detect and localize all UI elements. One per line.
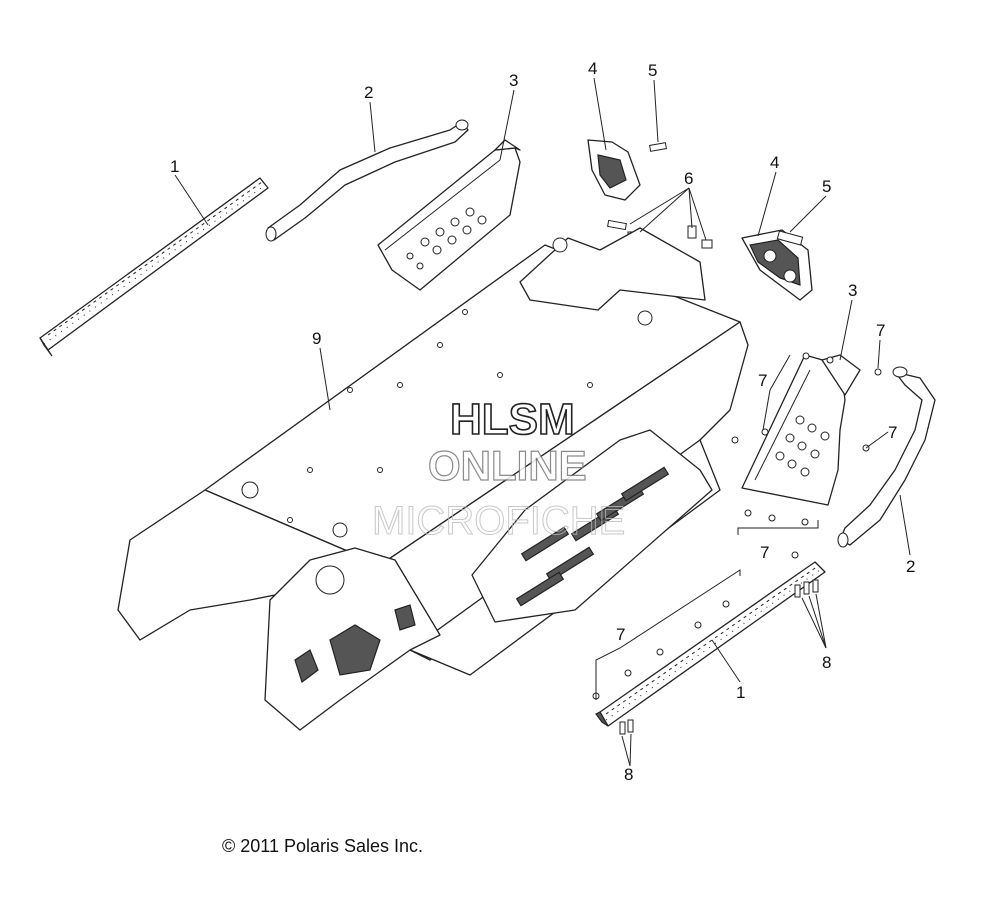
- callout-4-left: 4: [588, 59, 597, 78]
- callout-2-left: 2: [364, 83, 373, 102]
- watermark: HLSM ONLINE MICROFICHE: [372, 394, 626, 543]
- watermark-line-1: HLSM: [450, 395, 575, 444]
- copyright-text: © 2011 Polaris Sales Inc.: [222, 836, 423, 856]
- footrest-left-part-3: [377, 139, 521, 291]
- callout-7-b: 7: [758, 371, 767, 390]
- tube-right-part-2: [837, 366, 936, 548]
- callout-3-left: 3: [509, 71, 518, 90]
- callout-5-left: 5: [648, 61, 657, 80]
- skid-grill: [471, 429, 713, 623]
- callouts: 1 1 2 2 3 3 4 4 5 5 6 7 7 7 7 7 8 8 9: [170, 59, 915, 784]
- callout-1-left: 1: [170, 157, 179, 176]
- footrest-right-part-3: [741, 354, 861, 506]
- callout-5-right: 5: [822, 177, 831, 196]
- leader-lines: [174, 77, 911, 767]
- callout-3-right: 3: [848, 281, 857, 300]
- tube-left-part-2: [265, 119, 469, 242]
- callout-9: 9: [312, 329, 321, 348]
- bolt-part-5-right: [776, 230, 804, 246]
- callout-7-a: 7: [876, 321, 885, 340]
- callout-8-bottom: 8: [624, 765, 633, 784]
- callout-8-right: 8: [822, 653, 831, 672]
- watermark-line-3: MICROFICHE: [372, 499, 625, 543]
- callout-7-d: 7: [760, 543, 769, 562]
- callout-1-right: 1: [736, 683, 745, 702]
- watermark-line-2: ONLINE: [428, 442, 587, 489]
- bracket-part-4-left: [587, 139, 641, 201]
- callout-7-c: 7: [888, 423, 897, 442]
- rail-left-part-1: [39, 177, 269, 357]
- footrest-left-holes: [406, 207, 487, 270]
- fasteners-part-7: [592, 352, 882, 700]
- footrest-right-holes: [775, 415, 830, 477]
- callout-6: 6: [684, 169, 693, 188]
- fasteners-part-8: [619, 579, 819, 735]
- rail-right-part-1: [595, 561, 826, 727]
- callout-2-right: 2: [906, 557, 915, 576]
- tunnel-holes: [241, 237, 653, 538]
- bracket-part-4-right: [741, 229, 813, 301]
- bolt-part-5-left: [649, 142, 667, 152]
- callout-7-e: 7: [616, 625, 625, 644]
- callout-4-right: 4: [770, 153, 779, 172]
